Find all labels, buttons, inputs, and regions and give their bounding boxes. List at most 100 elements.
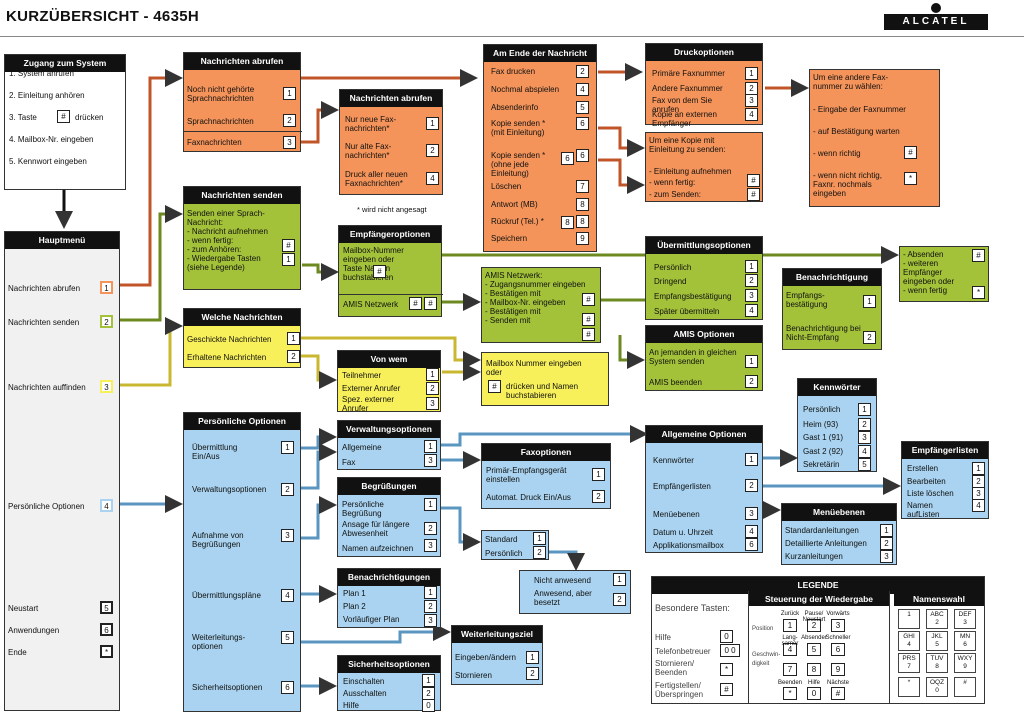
playback-key: 7 (783, 663, 797, 676)
option-key: # (747, 188, 760, 201)
option-key: 2 (745, 274, 758, 287)
playback-key: 2 (807, 619, 821, 632)
menu-option: Stornieren (455, 671, 492, 680)
option-key: 7 (576, 180, 589, 193)
menu-option: AMIS Netzwerk (343, 300, 399, 309)
option-key: 1 (287, 332, 300, 345)
admin-options-header: Verwaltungsoptionen (338, 421, 440, 438)
menu-option: Spez. externer Anrufer (342, 395, 395, 413)
legend-box: LEGENDE Besondere Tasten: Hilfe 0 Telefo… (651, 576, 985, 704)
option-key: 6 (281, 681, 294, 694)
playback-header: Steuerung der Wiedergabe (749, 592, 889, 606)
notification-box: Benachrichtigung Empfangs- bestätigung 1… (782, 268, 882, 350)
admin-options-box: Verwaltungsoptionen Allgemeine 1 Fax 3 (337, 420, 441, 470)
security-options-header: Sicherheitsoptionen (338, 656, 440, 673)
main-menu-item: Nachrichten auffinden (8, 383, 86, 392)
menu-option: Vorläufiger Plan (343, 615, 400, 624)
legend-special-title: Besondere Tasten: (655, 603, 730, 613)
menu-option: Kopie senden * (ohne jede Einleitung) (491, 151, 546, 178)
option-key: 3 (283, 136, 296, 149)
dial-key: JKL 5 (926, 631, 948, 651)
alcatel-logo: ALCATEL (884, 14, 988, 30)
menu-option: Erstellen (907, 464, 939, 473)
option-key: 3 (745, 507, 758, 520)
access-step: 5. Kennwort eingeben (9, 157, 87, 166)
retrieve-fax-box: Nachrichten abrufen Nur neue Fax- nachri… (339, 89, 443, 195)
menu-option: Speichern (491, 234, 528, 243)
name-dial-header: Namenswahl (894, 592, 984, 606)
menu-option: Anwesend, aber besetzt (534, 589, 592, 607)
option-key: 0 (422, 699, 435, 712)
menu-option: Antwort (MB) (491, 200, 538, 209)
option-key: 2 (422, 687, 435, 700)
option-key: 1 (745, 260, 758, 273)
menu-option: Ansage für längere Abwesenheit (342, 520, 410, 538)
instruction: AMIS Netzwerk: - Zugangsnummer eingeben … (485, 271, 586, 325)
option-key: 1 (972, 462, 985, 475)
option-key: 8 (576, 215, 589, 228)
option-key: 5 (858, 458, 871, 471)
legend-key: # (720, 683, 733, 696)
playback-key: 8 (807, 663, 821, 676)
send-instructions-box: - Absenden - weiteren Empfänger eingeben… (899, 246, 989, 302)
option-key: 2 (424, 522, 437, 535)
menu-option: Hilfe (343, 701, 360, 710)
option-key: 2 (426, 382, 439, 395)
fax-options-box: Faxoptionen Primär-Empfangsgerät einstel… (481, 443, 611, 509)
playback-row-label: Position (752, 626, 774, 632)
option-key: 1 (613, 573, 626, 586)
option-key: 1 (863, 295, 876, 308)
menu-option: Weiterleitungs- optionen (192, 633, 246, 651)
option-key: 1 (745, 355, 758, 368)
menu-option: Dringend (654, 277, 687, 286)
which-messages-box: Welche Nachrichten Geschickte Nachrichte… (183, 308, 301, 368)
menu-option: Benachrichtigung bei Nicht-Empfang (786, 324, 861, 342)
playback-key-label: Lang- samer (781, 635, 799, 647)
option-key: 2 (281, 483, 294, 496)
option-key: 4 (745, 304, 758, 317)
playback-key: 4 (783, 643, 797, 656)
legend-key: 0 0 (720, 644, 740, 657)
option-key: 3 (424, 614, 437, 627)
access-step: drücken (75, 113, 104, 122)
forwarding-box: Weiterleitungsziel Eingeben/ändern 1 Sto… (451, 625, 543, 685)
instruction: drücken und Namen buchstabieren (506, 382, 579, 400)
security-options-box: Sicherheitsoptionen Einschalten 1 Aussch… (337, 655, 441, 712)
option-key: 2 (858, 418, 871, 431)
end-of-message-header: Am Ende der Nachricht (484, 45, 596, 62)
access-box: Zugang zum System 1. System anrufen 2. E… (4, 54, 126, 190)
legend-header: LEGENDE (652, 577, 984, 594)
menu-option: Heim (93) (803, 420, 839, 429)
option-key: 3 (858, 431, 871, 444)
send-messages-box: Nachrichten senden Senden einer Sprach- … (183, 186, 301, 290)
from-whom-header: Von wem (338, 351, 440, 368)
option-key: 6 (576, 149, 589, 162)
menu-option: Menüebenen (653, 510, 700, 519)
playback-key-label: Nächste (826, 680, 849, 686)
absence-box: Nicht anwesend 1 Anwesend, aber besetzt … (519, 570, 631, 614)
instruction: - auf Bestätigung warten (813, 127, 900, 136)
menu-option: Plan 1 (343, 589, 366, 598)
menu-option: Nur neue Fax- nachrichten* (345, 115, 397, 133)
option-key: 2 (283, 114, 296, 127)
main-menu-item: Ende (8, 648, 27, 657)
access-step: 2. Einleitung anhören (9, 91, 85, 100)
menu-option: Übermittlungspläne (192, 591, 261, 600)
playback-row-label: Geschwin- digkeit (752, 652, 781, 667)
notification-header: Benachrichtigung (783, 269, 881, 286)
menu-option: Übermittlung Ein/Aus (192, 443, 238, 461)
dial-key: OQZ 0 (926, 677, 948, 697)
main-menu-item: Nachrichten abrufen (8, 284, 81, 293)
legend-special-label: Telefonbetreuer (655, 647, 711, 656)
menu-option: Detaillierte Anleitungen (785, 539, 867, 548)
option-key: 8 (561, 216, 574, 229)
menu-option: Löschen (491, 182, 522, 191)
menu-option: Primäre Faxnummer (652, 69, 725, 78)
option-key: 3 (281, 529, 294, 542)
menu-option: Ausschalten (343, 689, 387, 698)
access-header: Zugang zum System (5, 55, 125, 72)
